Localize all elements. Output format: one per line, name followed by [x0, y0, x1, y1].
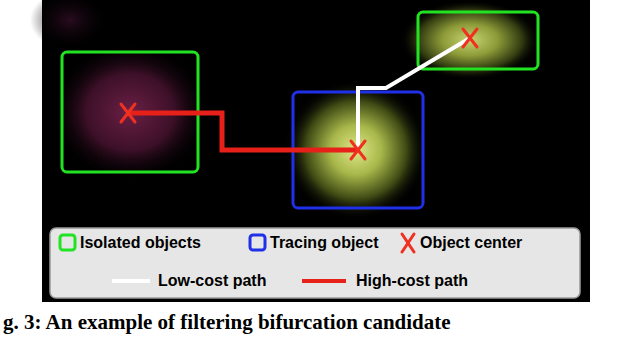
figure-caption: g. 3: An example of filtering bifurcatio…: [3, 310, 451, 334]
legend-label-slot: Isolated objects: [80, 233, 201, 253]
legend-label: Low-cost path: [158, 271, 266, 291]
legend-box: [50, 228, 580, 298]
figure-caption-slot: g. 3: An example of filtering bifurcatio…: [3, 310, 451, 334]
low-cost-path: [358, 38, 470, 150]
legend-sample: [60, 235, 75, 250]
legend-sample: [402, 234, 414, 252]
legend-label-slot: High-cost path: [356, 271, 468, 291]
legend-label: Object center: [420, 233, 522, 253]
legend-label-slot: Tracing object: [270, 233, 378, 253]
legend-label-slot: Low-cost path: [158, 271, 266, 291]
legend-sample: [250, 235, 265, 250]
image-ground: [42, 0, 590, 302]
object-center-mark: [121, 29, 477, 159]
legend-sample: [112, 279, 150, 283]
high-cost-path: [128, 113, 358, 150]
legend-label-slot: Object center: [420, 233, 522, 253]
legend-sample: [302, 279, 346, 283]
legend-label: Tracing object: [270, 233, 378, 253]
legend-label: Isolated objects: [80, 233, 201, 253]
legend-label: High-cost path: [356, 271, 468, 291]
